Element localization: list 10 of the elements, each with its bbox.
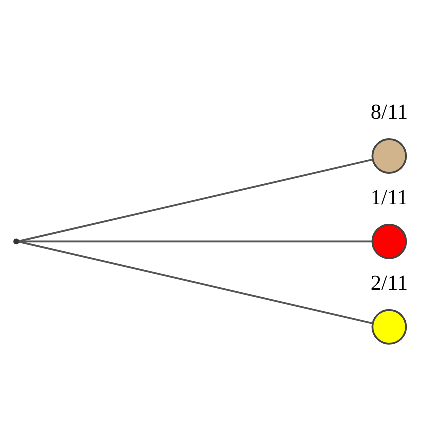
node-circle — [372, 224, 408, 259]
node-circle — [372, 138, 408, 174]
connector — [19, 240, 373, 242]
node-label: 8/11 — [370, 100, 408, 124]
node-circle — [372, 308, 408, 344]
connector — [18, 158, 374, 242]
node-label: 1/11 — [370, 185, 408, 210]
node-label: 2/11 — [370, 270, 408, 295]
connector — [18, 240, 374, 324]
node-point — [14, 238, 20, 244]
